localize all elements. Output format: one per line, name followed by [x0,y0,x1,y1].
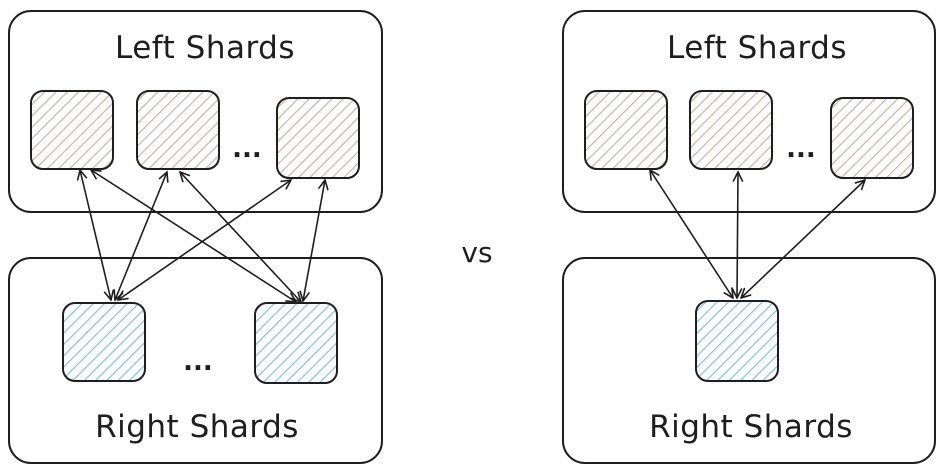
right-shard-n [254,302,338,384]
left-shards-title: Left Shards [667,30,847,66]
vs-label: vs [461,236,492,269]
left-shard-2 [689,90,773,170]
edge-l2-r1 [731,171,744,299]
right-shard-1 [695,300,779,382]
left-shard-1 [584,90,668,170]
left-shard-1 [30,90,114,170]
many-to-one-diagram: Left Shards ... Right Shards [562,10,936,464]
left-shards-ellipsis: ... [232,134,262,164]
edge-ln-r1 [117,179,292,301]
left-shards-title: Left Shards [115,30,295,66]
edge-l1-r1 [649,169,734,299]
left-shard-n [276,97,360,179]
edge-ln-rn [299,179,329,302]
left-shards-ellipsis: ... [786,134,816,164]
right-shards-ellipsis: ... [183,347,213,377]
left-shard-2 [136,90,220,170]
right-shards-title: Right Shards [95,409,299,445]
many-to-many-diagram: Left Shards ... ... Right Shards [8,10,383,464]
right-shards-title: Right Shards [649,409,853,445]
left-shard-n [830,97,914,179]
edge-ln-r1 [740,179,866,299]
right-shard-1 [62,302,146,382]
